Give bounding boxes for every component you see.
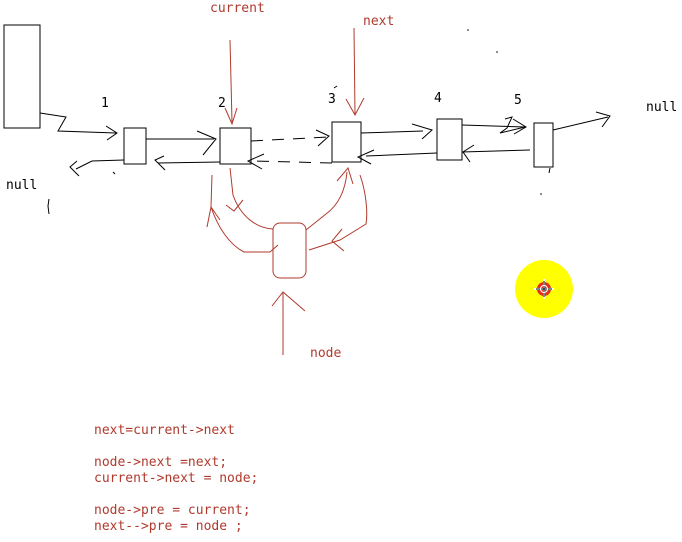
node-number-2: 2 [218,96,226,111]
node3-to-node2-arrowhead [246,153,265,170]
node3-to-node4-arrowhead [411,123,433,140]
node1-to-null-arrow [75,159,125,170]
current-pointer-arrowhead [224,107,238,126]
node-pointer-arrowhead [271,291,306,312]
stray-dot-3 [540,193,542,195]
node-pre-link [229,167,274,230]
node2-to-node1-arrow [157,161,221,164]
stray-mark-node3 [333,85,338,89]
node-next-arrowhead [336,166,354,185]
stray-mark-squiggle [499,116,526,134]
node1-to-node2-arrowhead [196,130,217,156]
stray-dot-1 [467,29,469,31]
cursor-highlight [515,260,573,318]
node-number-3: 3 [328,92,336,107]
list-node-4 [436,118,463,161]
node-number-5: 5 [514,93,522,108]
list-node-5 [533,122,554,168]
node2-to-node1-arrowhead [154,155,166,171]
code-line: node->next =next; [94,455,228,470]
node4-to-node3-arrowhead [356,149,375,165]
code-line-blank [94,439,258,455]
stray-mark-under-node1 [112,171,116,175]
node-next-link [305,171,348,231]
node3-to-node4-arrow [360,130,424,134]
new-node-box [272,222,307,279]
node2-to-node3-dashed [250,136,329,142]
node5-to-null-arrow [552,116,609,131]
code-block: next=current->next node->next =next; cur… [94,423,258,535]
current-next-arrowhead [206,205,221,228]
code-line: next=current->next [94,423,235,438]
code-line: node->pre = current; [94,503,251,518]
code-line: next-->pre = node ; [94,519,243,534]
node4-to-node3-arrow [365,152,438,157]
next-label: next [363,14,395,29]
crosshair-cursor-icon [534,279,554,299]
node4-to-node5-arrow [461,124,526,128]
node5-to-node4-arrowhead [462,144,475,163]
code-line-blank [94,487,258,503]
node-pre-arrowhead [225,199,244,212]
list-node-2 [219,127,252,165]
node1-to-null-arrowhead [69,160,80,177]
stray-mark-left [47,198,50,215]
node4-to-node5-arrowhead [512,118,527,135]
current-pointer-arrow [229,39,233,123]
code-line: current->next = node; [94,471,259,486]
next-pre-link [308,174,368,251]
node-number-1: 1 [101,96,109,111]
current-label: current [210,1,265,16]
node5-to-node4-arrow [461,149,531,153]
node2-to-node3-arrowhead [315,129,330,147]
node-number-4: 4 [434,91,442,106]
head-to-node1-arrowhead [105,125,118,141]
head-block [3,24,41,129]
node-label: node [310,346,342,361]
list-node-1 [123,127,147,165]
list-node-3 [331,121,362,163]
next-pointer-arrow [353,27,356,115]
null-left-label: null [6,178,38,193]
stray-dot-2 [496,51,498,53]
current-next-link [210,174,279,253]
node3-to-node2-dashed [253,160,333,164]
stray-mark-node5 [548,167,551,174]
next-pre-arrowhead [331,228,345,252]
head-to-node1-arrow [39,112,117,134]
node5-to-null-arrowhead [595,111,611,128]
null-right-label: null [646,100,678,115]
next-pointer-arrowhead [345,97,365,117]
